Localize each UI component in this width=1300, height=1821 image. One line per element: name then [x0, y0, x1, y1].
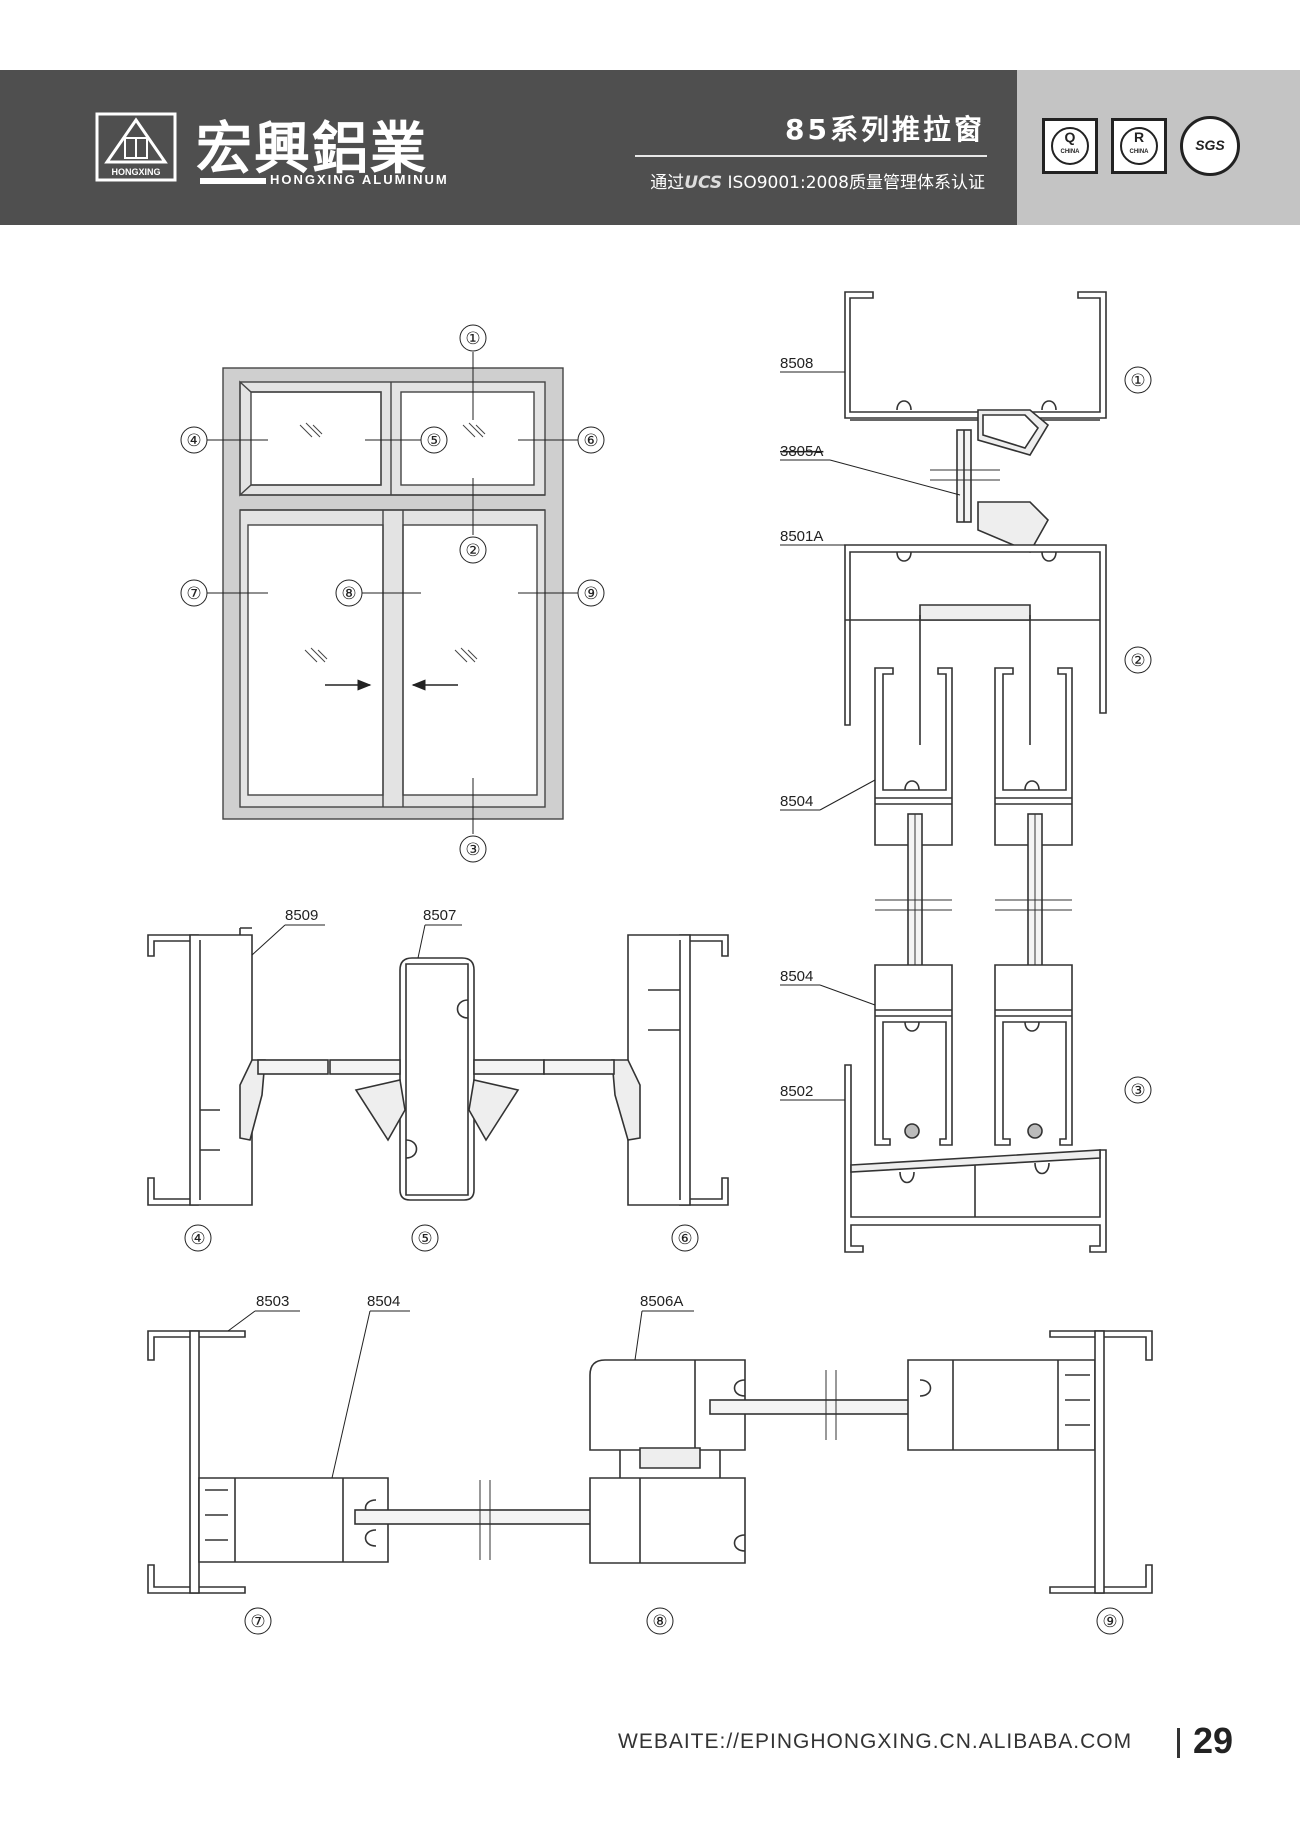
code-8501a: 8501A	[780, 528, 823, 545]
footer-divider	[1177, 1728, 1180, 1758]
cert-prefix: 通过	[650, 173, 685, 193]
section-number-5: ⑤	[417, 1229, 432, 1249]
section-number-4: ④	[190, 1229, 205, 1249]
section-number-3: ③	[1130, 1081, 1145, 1101]
code-8504-side: 8504	[367, 1293, 400, 1310]
code-8504-upper: 8504	[780, 793, 813, 810]
company-logo-icon: HONGXING	[95, 112, 177, 182]
code-8503: 8503	[256, 1293, 289, 1310]
badge-label: CHINA	[1129, 149, 1149, 155]
callout-1: ①	[465, 329, 480, 349]
code-8502: 8502	[780, 1083, 813, 1100]
brand-underline	[200, 178, 266, 184]
callout-8: ⑧	[341, 584, 356, 604]
section-number-2: ②	[1130, 651, 1145, 671]
registered-cert-badge: R CHINA	[1111, 118, 1167, 174]
code-8509: 8509	[285, 907, 318, 924]
callout-3: ③	[465, 840, 480, 860]
website-url[interactable]: WEBAITE://EPINGHONGXING.CN.ALIBABA.COM	[618, 1730, 1133, 1753]
cert-standard: ISO9001:2008质量管理体系认证	[727, 173, 985, 193]
callout-4: ④	[186, 431, 201, 451]
badge-letter: R	[1133, 129, 1145, 145]
badge-letter: Q	[1064, 129, 1076, 145]
section-7-8-9	[147, 1330, 1153, 1594]
quality-cert-badge: Q CHINA	[1042, 118, 1098, 174]
section-number-6: ⑥	[677, 1229, 692, 1249]
logo-text: HONGXING	[111, 167, 160, 177]
vertical-section	[844, 291, 1107, 1253]
badge-ring-icon	[1051, 127, 1089, 165]
badge-ring-icon	[1120, 127, 1158, 165]
callout-9: ⑨	[583, 584, 598, 604]
code-8504-lower: 8504	[780, 968, 813, 985]
callout-6: ⑥	[583, 431, 598, 451]
badge-label: CHINA	[1060, 149, 1080, 155]
page-number: 29	[1193, 1720, 1234, 1761]
brand-name: 宏興鋁業	[196, 117, 428, 182]
series-title: 85系列推拉窗	[785, 113, 985, 146]
code-8506a: 8506A	[640, 1293, 683, 1310]
ucs-mark: UCS	[684, 173, 723, 193]
section-4-5-6	[147, 927, 729, 1206]
code-8507: 8507	[423, 907, 456, 924]
sgs-badge: SGS	[1180, 116, 1240, 176]
certification-text: 通过UCS ISO9001:2008质量管理体系认证	[650, 168, 985, 193]
section-number-8: ⑧	[652, 1612, 667, 1632]
section-number-1: ①	[1130, 371, 1145, 391]
callout-5: ⑤	[426, 431, 441, 451]
callout-7: ⑦	[186, 584, 201, 604]
sgs-label: SGS	[1195, 137, 1225, 153]
section-number-9: ⑨	[1102, 1612, 1117, 1632]
section-number-7: ⑦	[250, 1612, 265, 1632]
callout-2: ②	[465, 541, 480, 561]
code-8508: 8508	[780, 355, 813, 372]
title-divider	[635, 155, 987, 157]
brand-english: HONGXING ALUMINUM	[270, 172, 449, 187]
code-3805a: 3805A	[780, 443, 823, 460]
